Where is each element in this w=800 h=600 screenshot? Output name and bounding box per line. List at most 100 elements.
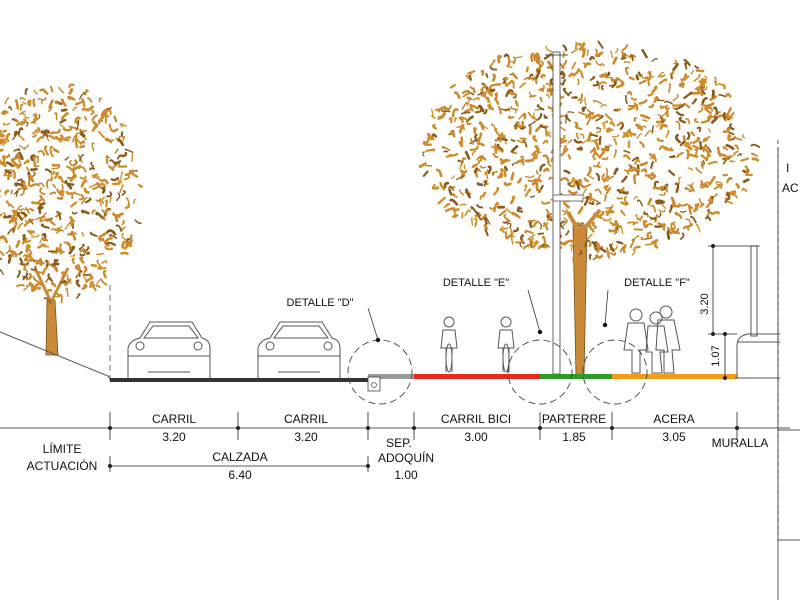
height-label-1-07: 1.07 (710, 345, 722, 366)
leaf-stroke (102, 269, 107, 279)
leaf-stroke (712, 111, 721, 118)
leaf-stroke (595, 254, 604, 259)
leaf-stroke (505, 79, 514, 88)
leaf-stroke (648, 103, 654, 109)
leaf-stroke (116, 192, 121, 201)
leaf-stroke (535, 169, 539, 175)
leaf-stroke (613, 228, 620, 235)
dim-sep-value: 1.00 (394, 468, 418, 482)
leaf-stroke (586, 233, 593, 241)
leaf-stroke (527, 111, 535, 120)
leaf-stroke (124, 169, 133, 177)
leaf-stroke (574, 247, 581, 255)
leaf-stroke (636, 133, 643, 139)
leaf-stroke (685, 117, 691, 125)
leaf-stroke (653, 180, 659, 187)
leaf-stroke (124, 203, 130, 209)
dim-sep-label: SEP. (386, 436, 412, 450)
leaf-stroke (571, 96, 578, 99)
leaf-stroke (610, 50, 614, 59)
leaf-stroke (684, 62, 688, 70)
leaf-stroke (583, 177, 590, 183)
leaf-stroke (516, 208, 524, 213)
leaf-stroke (104, 199, 108, 208)
leaf-stroke (529, 195, 535, 198)
leaf-stroke (627, 221, 636, 224)
leaf-stroke (54, 112, 58, 121)
leaf-stroke (104, 208, 111, 215)
leaf-stroke (598, 150, 606, 159)
leaf-stroke (482, 124, 489, 129)
leaf-stroke (503, 165, 509, 171)
leaf-stroke (539, 96, 543, 103)
leaf-stroke (641, 74, 650, 80)
leaf-stroke (1, 109, 7, 115)
leaf-stroke (5, 153, 11, 159)
leaf-stroke (111, 162, 121, 169)
leaf-stroke (79, 140, 86, 145)
leaf-stroke (32, 128, 41, 135)
leaf-stroke (483, 223, 488, 231)
leaf-stroke (520, 126, 526, 130)
car-2 (257, 321, 341, 378)
leaf-stroke (696, 126, 702, 133)
leaf-stroke (50, 227, 60, 231)
leaf-stroke (564, 239, 575, 244)
leaf-stroke (54, 225, 63, 232)
leaf-stroke (451, 214, 459, 218)
leaf-stroke (473, 127, 477, 135)
leaf-stroke (431, 133, 438, 138)
leaf-stroke (114, 148, 119, 154)
leaf-stroke (22, 275, 29, 279)
leaf-stroke (704, 107, 712, 115)
leaf-stroke (477, 159, 483, 165)
leaf-stroke (546, 65, 555, 72)
leaf-stroke (577, 206, 584, 215)
leaf-stroke (578, 250, 583, 255)
leaf-stroke (713, 106, 719, 115)
leaf-stroke (7, 254, 12, 264)
leaf-stroke (486, 96, 490, 103)
leaf-stroke (449, 83, 456, 89)
leaf-stroke (121, 220, 125, 226)
leaf-stroke (659, 105, 665, 109)
leaf-stroke (541, 200, 551, 205)
leaf-stroke (629, 128, 632, 138)
leaf-stroke (426, 132, 435, 140)
leaf-stroke (115, 224, 123, 232)
leaf-stroke (593, 99, 603, 105)
tree-left-foliage (0, 83, 143, 304)
leaf-stroke (606, 207, 613, 216)
leaf-stroke (631, 166, 641, 172)
leaf-stroke (111, 128, 119, 133)
leaf-stroke (600, 84, 604, 91)
leaf-stroke (110, 177, 120, 182)
leaf-stroke (674, 134, 681, 144)
leaf-stroke (691, 145, 701, 150)
leaf-stroke (531, 240, 538, 249)
leaf-stroke (605, 186, 612, 195)
leaf-stroke (643, 211, 649, 215)
leaf-stroke (87, 97, 93, 103)
leaf-stroke (16, 269, 21, 279)
detail-f-callout: DETALLE "F" (582, 277, 690, 405)
leaf-stroke (658, 212, 662, 218)
leaf-stroke (133, 198, 136, 204)
leaf-stroke (650, 174, 657, 181)
leaf-stroke (0, 250, 5, 257)
leaf-stroke (81, 232, 85, 237)
dim-carril-1-value: 3.20 (162, 430, 186, 444)
leaf-stroke (24, 208, 30, 211)
leaf-stroke (732, 150, 739, 156)
leaf-stroke (603, 217, 612, 222)
leaf-stroke (466, 96, 473, 101)
leaf-stroke (726, 177, 733, 184)
leaf-stroke (125, 238, 133, 248)
leaf-stroke (477, 91, 483, 96)
leaf-stroke (501, 225, 509, 230)
leaf-stroke (469, 86, 477, 93)
leaf-stroke (588, 175, 595, 180)
leaf-stroke (108, 123, 113, 132)
leaf-stroke (489, 66, 498, 71)
leaf-stroke (476, 142, 485, 147)
